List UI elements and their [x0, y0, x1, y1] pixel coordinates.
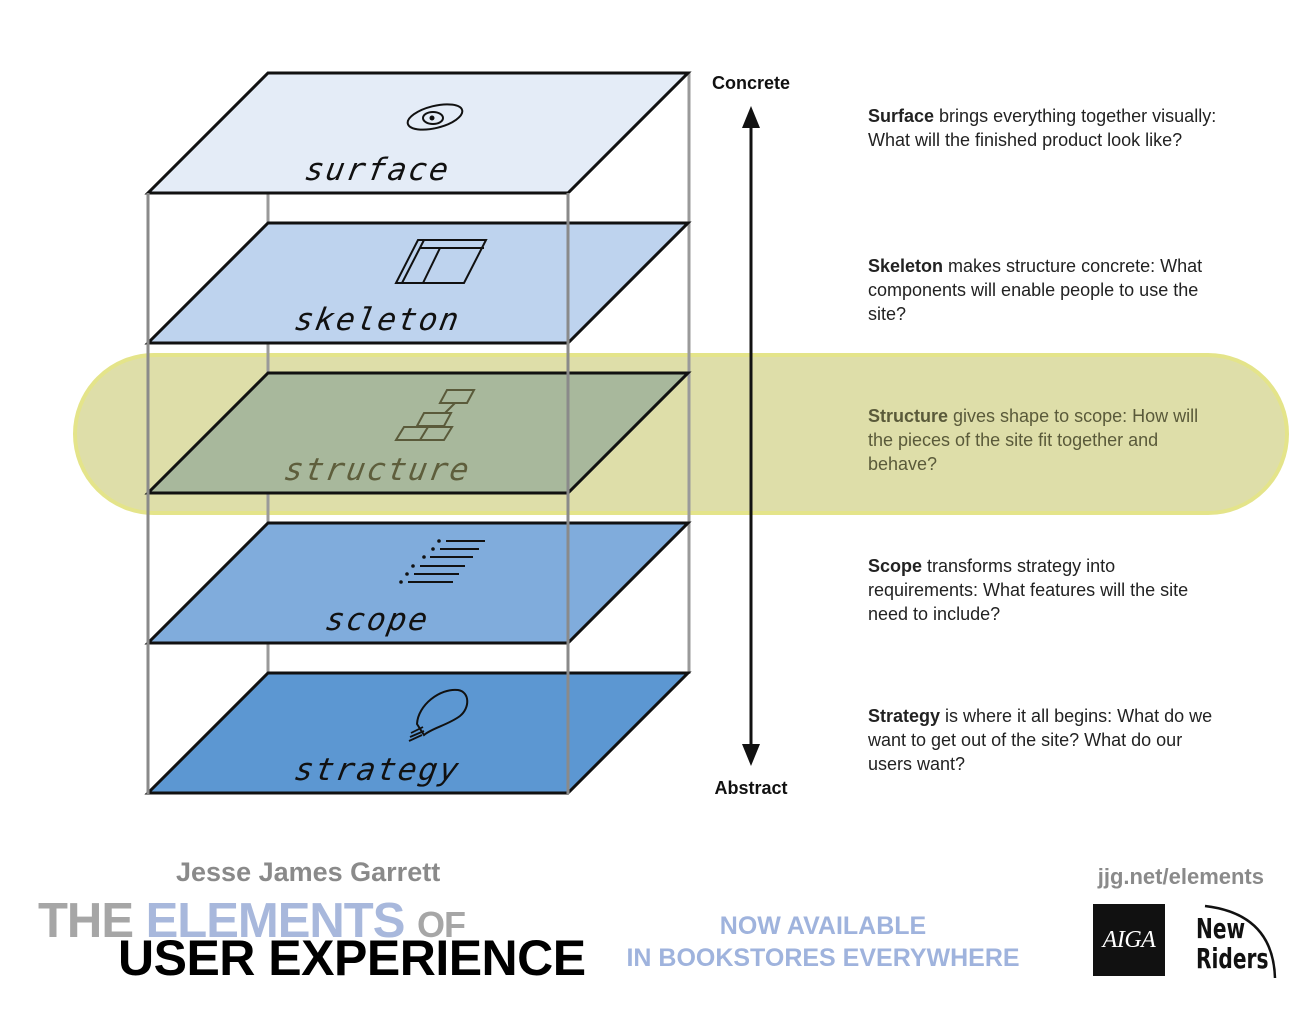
book-title-line2: USER EXPERIENCE — [118, 930, 586, 986]
layer-label-scope: scope — [323, 602, 433, 638]
description-heading-strategy: Strategy — [868, 706, 941, 726]
new-riders-logo: New Riders — [1196, 914, 1268, 974]
description-heading-scope: Scope — [868, 556, 923, 576]
wireframe-icon — [394, 239, 488, 284]
website-link[interactable]: jjg.net/elements — [1097, 864, 1264, 889]
title-elements: ELEMENTS — [145, 894, 406, 948]
layer-label-structure: structure — [281, 452, 473, 488]
description-text-structure: gives shape to scope: How will the piece… — [868, 406, 1199, 474]
description-structure: Structure gives shape to scope: How will… — [868, 404, 1218, 476]
title-of: OF — [417, 904, 466, 945]
layer-surface: surface — [144, 71, 692, 195]
eye-icon — [406, 103, 464, 131]
description-text-scope: transforms strategy into requirements: W… — [868, 556, 1189, 624]
layer-scope: scope — [144, 521, 692, 645]
description-scope: Scope transforms strategy into requireme… — [868, 554, 1218, 626]
description-text-surface: brings everything together visually: Wha… — [868, 106, 1217, 150]
list-icon — [399, 539, 485, 584]
frame-front-posts — [146, 193, 570, 794]
description-skeleton: Skeleton makes structure concrete: What … — [868, 254, 1218, 326]
axis-arrow-up — [742, 106, 760, 128]
new-riders-swoosh — [1204, 904, 1277, 979]
book-title-line1: THE ELEMENTS OF — [38, 893, 466, 949]
publisher-line2: Riders — [1196, 942, 1269, 975]
layer-structure: structure — [144, 371, 692, 495]
description-strategy: Strategy is where it all begins: What do… — [868, 704, 1218, 776]
axis-label-concrete: Concrete — [712, 73, 790, 93]
publisher-line1: New — [1196, 912, 1246, 945]
layer-skeleton: skeleton — [144, 221, 692, 345]
layer-strategy: strategy — [144, 671, 692, 795]
available-line2: IN BOOKSTORES EVERYWHERE — [626, 944, 1020, 972]
description-text-strategy: is where it all begins: What do we want … — [868, 706, 1213, 774]
axis-label-abstract: Abstract — [714, 778, 787, 798]
title-the: THE — [38, 894, 134, 948]
author-name: Jesse James Garrett — [176, 857, 441, 887]
description-text-skeleton: makes structure concrete: What component… — [868, 256, 1203, 324]
aiga-logo: AIGA — [1093, 904, 1165, 976]
layer-label-skeleton: skeleton — [292, 302, 464, 338]
available-line1: NOW AVAILABLE — [719, 912, 927, 940]
description-heading-skeleton: Skeleton — [868, 256, 944, 276]
description-heading-structure: Structure — [868, 406, 949, 426]
axis-arrow-down — [742, 744, 760, 766]
layer-label-strategy: strategy — [292, 752, 464, 788]
description-heading-surface: Surface — [868, 106, 935, 126]
flowchart-icon — [394, 389, 476, 441]
lightbulb-icon — [408, 688, 469, 742]
layer-label-surface: surface — [302, 152, 453, 188]
description-surface: Surface brings everything together visua… — [868, 104, 1218, 152]
concrete-abstract-axis: Concrete Abstract — [712, 73, 790, 798]
